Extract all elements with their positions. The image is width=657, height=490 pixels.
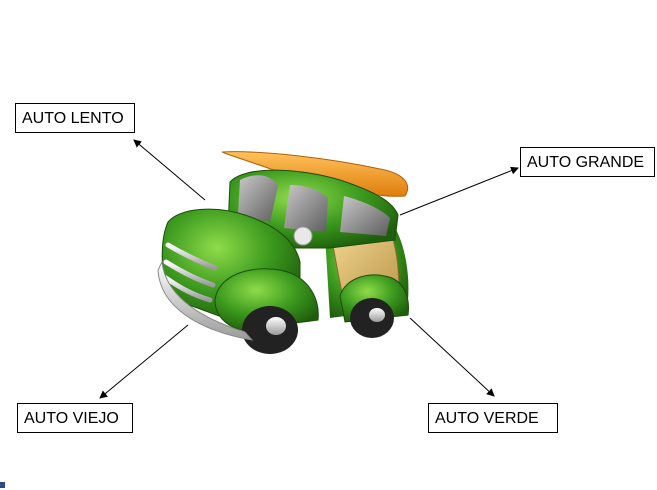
car-icon (157, 151, 409, 354)
rear-hubcap (369, 308, 385, 322)
front-hubcap (266, 317, 286, 335)
label-auto-verde: AUTO VERDE (428, 403, 558, 433)
arrow-to-auto-viejo (99, 324, 189, 399)
car-rear-window (340, 196, 390, 236)
arrow-to-auto-lento (133, 139, 206, 201)
corner-marker (0, 482, 5, 488)
label-auto-lento: AUTO LENTO (15, 103, 135, 133)
front-bumper (157, 260, 254, 341)
side-mirror (293, 226, 313, 246)
car-windshield (238, 175, 278, 222)
label-auto-grande: AUTO GRANDE (520, 147, 655, 177)
car-side-window (284, 185, 328, 232)
arrow-to-auto-grande (399, 166, 519, 216)
front-fender (214, 268, 319, 331)
arrow-to-auto-verde (409, 317, 495, 397)
label-auto-viejo: AUTO VIEJO (17, 403, 133, 433)
car-grille (163, 242, 218, 303)
